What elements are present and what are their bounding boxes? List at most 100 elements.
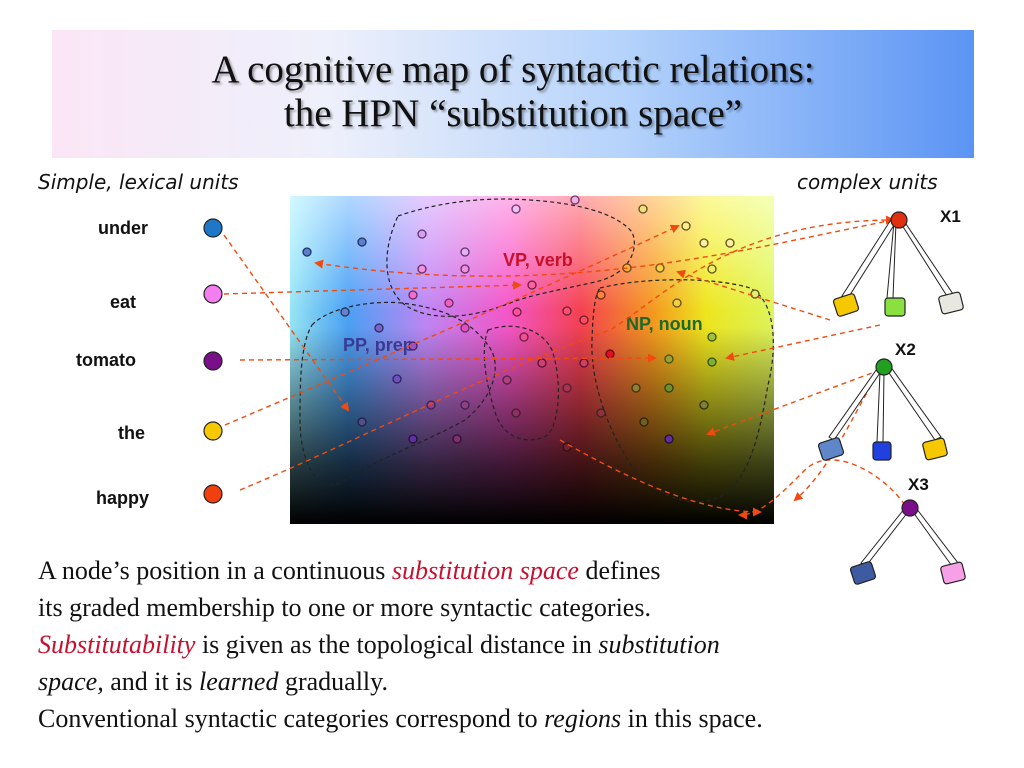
- space-node: [511, 204, 521, 214]
- region-np-outline: [591, 279, 774, 503]
- region-pp-outline: [299, 301, 496, 486]
- body-text-segment: gradually.: [278, 667, 388, 696]
- space-node: [570, 195, 580, 205]
- space-node: [699, 400, 709, 410]
- body-text-segment: defines: [578, 556, 661, 585]
- space-node: [562, 442, 572, 452]
- substitution-space-term: substitution space: [391, 556, 579, 585]
- space-node: [527, 280, 537, 290]
- x1-node: [890, 211, 908, 229]
- x2-leaf-2: [872, 441, 892, 461]
- region-vp-label: VP, verb: [503, 250, 573, 270]
- node-under: [203, 218, 223, 238]
- word-the: the: [118, 423, 145, 443]
- body-text-segment: is given as the topological distance in: [195, 630, 599, 659]
- arrow-under: [223, 234, 350, 412]
- tree-x1: X1: [832, 207, 964, 317]
- title-line-1: A cognitive map of syntactic relations:: [211, 48, 815, 91]
- tree-x2: X2: [817, 340, 948, 461]
- space-node: [750, 289, 760, 299]
- space-node: [511, 408, 521, 418]
- body-line-2: its graded membership to one or more syn…: [38, 593, 651, 622]
- space-node: [707, 264, 717, 274]
- x3-leaf-2: [940, 561, 966, 585]
- x1-leaf-3: [938, 291, 964, 315]
- node-the: [203, 421, 223, 441]
- space-node: [417, 229, 427, 239]
- space-node: [664, 383, 674, 393]
- space-node: [655, 263, 665, 273]
- substitutability-term: Substitutability: [38, 630, 196, 659]
- space-node: [444, 298, 454, 308]
- space-node: [699, 238, 709, 248]
- node-tomato: [203, 351, 223, 371]
- space-node: [302, 247, 312, 257]
- arrow-x3: [738, 459, 906, 520]
- body-line-5: Conventional syntactic categories corres…: [38, 700, 1008, 737]
- body-text: A node’s position in a continuous substi…: [38, 552, 1008, 737]
- space-node: [707, 332, 717, 342]
- space-node: [408, 290, 418, 300]
- x2-label: X2: [895, 340, 916, 359]
- word-happy: happy: [96, 488, 150, 508]
- space-node: [596, 408, 606, 418]
- region-pp-label: PP, prep: [343, 335, 414, 355]
- space-node: [417, 264, 427, 274]
- space-node: [579, 315, 589, 325]
- space-node: [426, 400, 436, 410]
- space-node: [579, 358, 589, 368]
- x2-leaf-1: [817, 437, 845, 461]
- x2-node: [875, 358, 893, 376]
- space-node: [519, 332, 529, 342]
- space-node: [707, 357, 717, 367]
- space-node: [562, 306, 572, 316]
- space-node: [562, 383, 572, 393]
- space-node: [664, 354, 674, 364]
- node-eat: [203, 284, 223, 304]
- x1-leaf-2: [884, 297, 906, 317]
- space-node: [408, 434, 418, 444]
- complex-units-label: complex units: [797, 170, 938, 194]
- space-node: [537, 358, 547, 368]
- node-happy: [203, 484, 223, 504]
- space-node: [639, 417, 649, 427]
- title-line-2: the HPN “substitution space”: [283, 92, 743, 135]
- space-node: [681, 221, 691, 231]
- body-text-segment: and it is: [103, 667, 200, 696]
- body-text-segment: A node’s position in a continuous: [38, 556, 392, 585]
- x3-label: X3: [908, 475, 929, 494]
- space-node: [460, 264, 470, 274]
- space-node: [631, 383, 641, 393]
- x1-label: X1: [940, 207, 961, 226]
- word-eat: eat: [110, 292, 137, 312]
- word-under: under: [98, 218, 149, 238]
- arrow-eat: [223, 280, 522, 295]
- x1-leaf-1: [832, 293, 860, 317]
- space-node: [357, 237, 367, 247]
- space-node: [512, 307, 522, 317]
- space-node: [605, 349, 615, 359]
- body-italic-segment: substitution: [598, 630, 720, 659]
- space-node: [357, 417, 367, 427]
- body-text-segment: Conventional syntactic categories corres…: [38, 704, 545, 733]
- arrow-x1-to-pp: [314, 219, 894, 277]
- regions-term: regions: [544, 704, 622, 733]
- x3-node: [901, 499, 919, 517]
- title-banner: A cognitive map of syntactic relations: …: [52, 30, 974, 158]
- x2-leaf-3: [922, 437, 948, 461]
- body-line-1: A node’s position in a continuous substi…: [38, 552, 1008, 589]
- space-node: [340, 307, 350, 317]
- region-middle-outline: [483, 325, 559, 441]
- space-node: [502, 375, 512, 385]
- space-node: [596, 290, 606, 300]
- x3-leaf-1: [849, 561, 877, 585]
- body-line-4: space, and it is learned gradually.: [38, 663, 1008, 700]
- space-node: [392, 374, 402, 384]
- space-node: [374, 323, 384, 333]
- space-node: [672, 298, 682, 308]
- body-text-segment: in this space.: [621, 704, 763, 733]
- space-node: [452, 434, 462, 444]
- word-tomato: tomato: [76, 350, 136, 370]
- space-node: [460, 323, 470, 333]
